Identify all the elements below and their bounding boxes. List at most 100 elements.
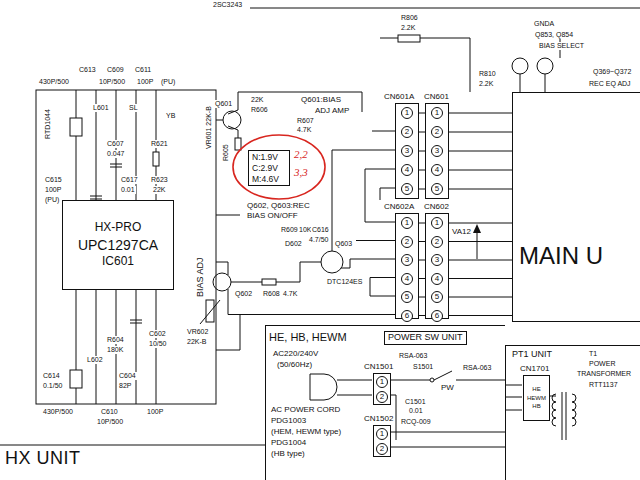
- part-label: Q602: [234, 290, 253, 298]
- pin-label: 1: [376, 376, 388, 388]
- part-label: PDG1004: [270, 439, 307, 448]
- part-label: 100P: [136, 78, 154, 86]
- pin-label: 3: [431, 145, 443, 157]
- inductor-symbol: [70, 118, 82, 136]
- pin-label: 1: [431, 217, 443, 229]
- pin-label: 2: [431, 236, 443, 248]
- part-label: RSA-063: [398, 352, 428, 360]
- capacitor-symbol: [90, 196, 102, 199]
- part-label: 4.7/50: [308, 236, 329, 244]
- part-label: C610: [100, 408, 119, 416]
- part-label: C604: [118, 372, 137, 380]
- pin-label: 5: [401, 183, 413, 195]
- part-label: BIAS SELECT: [538, 42, 585, 50]
- part-label: C611: [134, 66, 152, 74]
- connector-box: CN150212: [373, 425, 391, 457]
- part-label: 10/50: [148, 340, 168, 348]
- part-label: 82P: [118, 382, 132, 390]
- switch-pivot: [430, 378, 434, 382]
- resistor-symbol: [235, 138, 241, 150]
- part-label: 22K: [152, 186, 166, 194]
- wire: [449, 113, 512, 114]
- wire: [449, 223, 512, 224]
- part-label: R806: [400, 14, 419, 22]
- unit-label: HX UNIT: [5, 449, 81, 469]
- part-label: PDG1003: [270, 417, 307, 426]
- wire: [449, 315, 512, 316]
- supply-arrow: [477, 231, 478, 259]
- pin-label: HB: [532, 402, 540, 411]
- part-label: C613: [78, 66, 97, 74]
- wire: [341, 241, 395, 297]
- part-label: 180K: [106, 346, 124, 354]
- part-label: VR602: [186, 328, 209, 336]
- wire: [449, 151, 512, 152]
- connector-label: CN602A: [384, 203, 414, 212]
- part-label: Q601:BIAS: [300, 96, 342, 105]
- pin-label: 4: [431, 164, 443, 176]
- part-label: 10P/500: [96, 418, 124, 426]
- part-label: DTC124ES: [326, 278, 363, 286]
- part-label: 22K-B: [186, 338, 207, 346]
- part-label: 2SC3243: [212, 1, 243, 9]
- part-label: (PU): [44, 196, 60, 204]
- part-label: AC220/240V: [272, 350, 319, 359]
- part-label: RCQ-009: [400, 418, 432, 426]
- pin-label: 2: [431, 126, 443, 138]
- part-label: Q369~Q372: [592, 68, 632, 76]
- wire: [216, 262, 395, 315]
- wire: [449, 170, 512, 171]
- part-label: BIAS ADJ: [196, 256, 206, 298]
- wire: [449, 278, 512, 279]
- part-label: (HB type): [270, 450, 306, 459]
- wire: [332, 131, 395, 251]
- wire: [449, 260, 512, 261]
- voltage-value: C:2.9V: [252, 163, 278, 174]
- pin-label: 1: [401, 107, 413, 119]
- wire: [337, 371, 505, 440]
- part-label: PW: [440, 384, 455, 393]
- wire: [449, 189, 512, 190]
- part-label: C617: [120, 176, 139, 184]
- pin-label: 2: [376, 443, 388, 455]
- wire: [216, 215, 240, 350]
- connector-label: CN1502: [364, 415, 393, 424]
- wire: [449, 132, 512, 133]
- part-label: C614: [42, 372, 61, 380]
- part-label: 10P/500: [98, 78, 126, 86]
- part-label: 2.2K: [400, 24, 416, 32]
- ic-pin-wire: [76, 90, 156, 200]
- part-label: 0.1/50: [42, 382, 63, 390]
- connector-label: CN602: [424, 203, 449, 212]
- part-label: HE, HB, HEWM: [268, 331, 348, 343]
- part-label: POWER: [588, 360, 616, 368]
- transformer-coil: [552, 394, 556, 426]
- voltage-box: N:1.9VC:2.9VM:4.6V: [248, 150, 290, 186]
- part-label: ADJ AMP: [314, 107, 350, 116]
- transistor-symbol: [537, 58, 553, 74]
- part-label: 22K: [250, 96, 264, 104]
- part-label: RTT1137: [588, 381, 619, 389]
- part-label: R608: [262, 290, 281, 298]
- part-label: R609: [280, 226, 299, 234]
- part-label: R604: [106, 336, 125, 344]
- part-label: C602: [148, 330, 167, 338]
- unit-label: MAIN U: [519, 243, 603, 269]
- voltage-value: M:4.6V: [252, 174, 279, 185]
- part-label: 2.2K: [478, 80, 494, 88]
- annotation-circle: [233, 135, 325, 199]
- part-label: R810: [478, 70, 497, 78]
- part-label: YB: [165, 112, 176, 120]
- part-label: R605: [222, 143, 230, 162]
- pin-label: 3: [431, 254, 443, 266]
- arrow-head: [473, 224, 481, 233]
- unit-border: [0, 445, 265, 446]
- pin-label: HEWM: [527, 394, 546, 403]
- pin-label: 1: [431, 107, 443, 119]
- part-label: SL: [128, 104, 139, 112]
- part-label: 100P: [146, 408, 164, 416]
- pin-label: 4: [401, 164, 413, 176]
- part-label: 0.047: [106, 150, 126, 158]
- ic-pin-wire: [76, 290, 156, 404]
- pin-label: 2: [401, 236, 413, 248]
